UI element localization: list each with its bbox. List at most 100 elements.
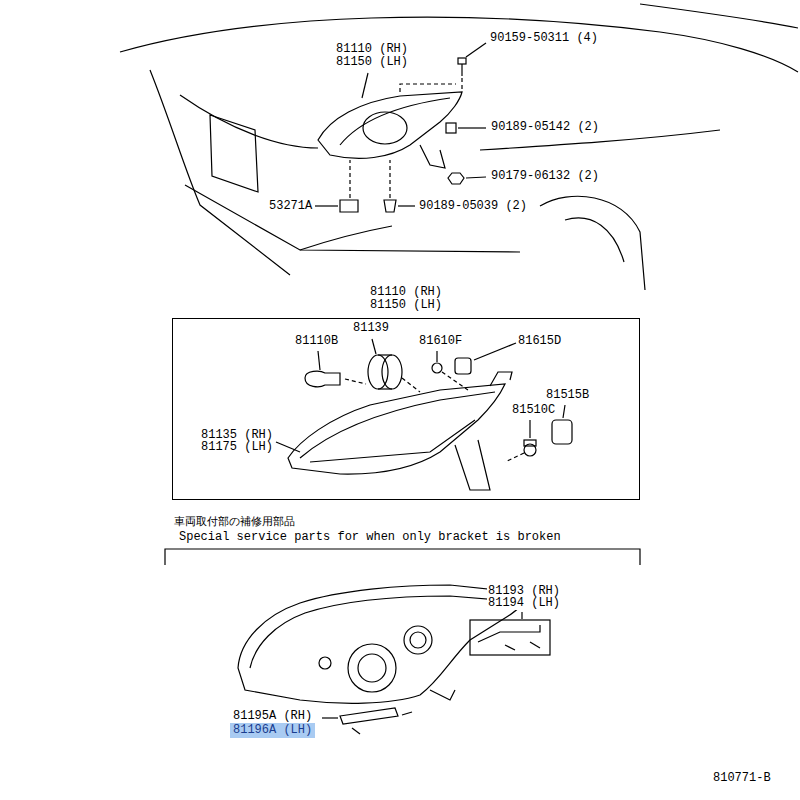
leader-line [466, 43, 486, 57]
frame-outline [172, 318, 640, 500]
leader-line [372, 339, 376, 354]
headlamp-exploded [378, 354, 392, 355]
callout-number: 90159-50311 (4) [489, 32, 599, 45]
callout-number: 81139 [352, 322, 390, 335]
callout-number: 81110 (RH) [335, 43, 409, 56]
assembly-heading: 81110 (RH) 81150 (LH) [366, 286, 445, 312]
headlamp-rear-view [352, 728, 360, 734]
callout-number: 53271A [268, 200, 313, 213]
highlighted-part-number: 81196A (LH) [230, 723, 315, 738]
headlamp-rear-view [238, 585, 525, 703]
headlamp-rear-view [402, 712, 412, 715]
headlamp-rear-view [470, 620, 550, 655]
car-body [640, 4, 798, 28]
fasteners [461, 64, 462, 76]
headlamp-exploded [382, 355, 402, 389]
headlamp-exploded [432, 363, 442, 373]
car-body [120, 4, 798, 290]
fasteners [448, 173, 464, 184]
headlamp-exploded [524, 440, 536, 446]
section-note: 車両取付部の補修用部品 [173, 515, 296, 528]
leader-line [362, 73, 368, 98]
callout-number: 81110B [294, 335, 339, 348]
headlamp-exploded [305, 371, 340, 387]
headlamp-rear-view [530, 642, 540, 648]
leader-line [458, 127, 486, 128]
car-body [565, 218, 624, 262]
headlamp-exploded [288, 384, 505, 474]
leader-line [521, 612, 522, 619]
headlamp-rear-view [348, 644, 396, 692]
headlamp-exploded [300, 392, 495, 458]
headlamp-exploded [455, 358, 471, 374]
headlamp-exploded [288, 355, 572, 490]
car-body [210, 115, 258, 192]
headlamp-rear-view [505, 645, 515, 650]
headlamp-exploded [310, 420, 475, 462]
fasteners [446, 123, 456, 133]
fasteners [461, 78, 462, 91]
callout-number: 81150 (LH) [335, 56, 409, 69]
headlamp-exploded [402, 378, 420, 392]
headlamp-exploded [378, 388, 392, 389]
callout-number: 81615D [517, 335, 562, 348]
leader-line [276, 43, 565, 718]
fasteners [400, 84, 456, 92]
fasteners [384, 200, 396, 212]
headlamp-rear-view [358, 654, 386, 682]
headlamp-rear-view [319, 657, 331, 669]
car-body [540, 196, 645, 290]
headlamp-installed [420, 145, 445, 168]
headlamp-installed [340, 98, 450, 145]
car-body [660, 32, 798, 72]
car-body [185, 185, 520, 252]
leader-line [398, 205, 415, 206]
callout-number: 90179-06132 (2) [490, 170, 600, 183]
callout-number: 81195A (RH) [232, 710, 313, 723]
part-number: 81196A (LH) [233, 724, 312, 737]
headlamp-exploded [442, 372, 468, 390]
callout-number: 90189-05039 (2) [418, 200, 528, 213]
headlamp-exploded [505, 453, 524, 462]
headlamp-installed [318, 92, 462, 168]
leader-line [466, 177, 486, 178]
callout-number: 81510C [511, 404, 556, 417]
leader-line [474, 343, 516, 360]
section-bracket [165, 549, 640, 565]
fasteners [340, 200, 358, 212]
leader-line [529, 420, 530, 438]
fasteners [340, 58, 466, 212]
callout-number: Special service parts for when only brac… [178, 531, 562, 544]
headlamp-installed [363, 112, 407, 144]
headlamp-installed [318, 92, 462, 158]
callout-number: 81194 (LH) [487, 597, 561, 610]
headlamp-rear-view [404, 626, 432, 654]
headlamp-exploded [455, 440, 490, 490]
headlamp-exploded [490, 372, 512, 386]
headlamp-rear-view [478, 625, 540, 642]
leader-line [436, 351, 437, 362]
leader-line [318, 351, 320, 370]
callout-number: 810771-B [712, 772, 772, 785]
headlamp-rear-view [340, 708, 398, 724]
headlamp-rear-view [430, 690, 455, 700]
car-body [150, 70, 290, 275]
car-body [180, 95, 318, 148]
leader-line [315, 205, 338, 206]
headlamp-exploded [552, 420, 572, 444]
leader-line [322, 717, 338, 718]
car-body [300, 226, 392, 250]
headlamp-exploded [345, 379, 366, 384]
fasteners [458, 58, 466, 64]
callout-number: 81175 (LH) [200, 441, 274, 454]
leader-line [563, 405, 565, 418]
callout-number: 81515B [545, 389, 590, 402]
headlamp-rear-view [410, 632, 426, 648]
callout-number: 81610F [418, 335, 463, 348]
fasteners [389, 160, 390, 198]
fasteners [349, 160, 350, 198]
section-bracket [165, 549, 640, 565]
callout-number: 90189-05142 (2) [490, 121, 600, 134]
